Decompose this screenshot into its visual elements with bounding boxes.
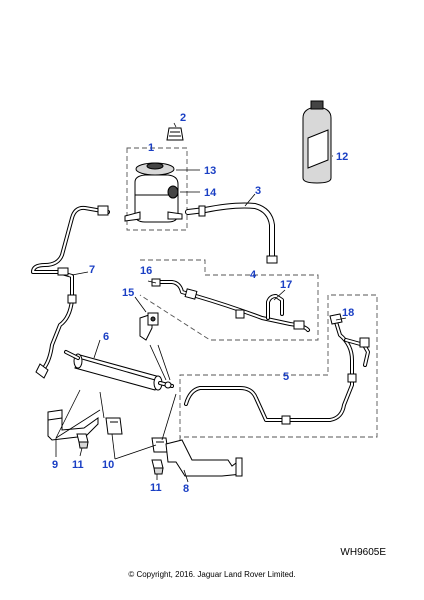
reservoir-cap-part xyxy=(135,162,175,176)
hose-4-part xyxy=(151,278,310,332)
cooler-part xyxy=(64,350,174,391)
callout-17: 17 xyxy=(280,279,292,291)
pipe-7-part xyxy=(31,205,110,379)
callout-11-left: 11 xyxy=(72,459,84,471)
callout-7: 7 xyxy=(89,264,95,276)
callout-18: 18 xyxy=(342,307,354,319)
group-box-pipe-5 xyxy=(179,294,378,440)
reservoir-part xyxy=(124,174,183,223)
nut-11-right-part xyxy=(151,459,164,475)
callout-4: 4 xyxy=(250,269,257,281)
callout-15: 15 xyxy=(122,287,134,299)
reference-code: WH9605E xyxy=(340,547,386,558)
callout-6: 6 xyxy=(103,331,109,343)
copyright-notice: © Copyright, 2016. Jaguar Land Rover Lim… xyxy=(128,570,296,579)
callout-11-right: 11 xyxy=(150,482,162,494)
callout-2: 2 xyxy=(180,112,186,124)
callout-14: 14 xyxy=(204,187,217,199)
clip-10-left-part xyxy=(105,417,123,435)
group-box-hose-4 xyxy=(139,259,319,341)
callout-5: 5 xyxy=(283,371,289,383)
nut-11-left-part xyxy=(76,433,89,449)
clip-10-right-part xyxy=(151,437,169,453)
hose-3-part xyxy=(185,202,278,264)
leader-lines xyxy=(55,122,347,483)
callout-10: 10 xyxy=(102,459,114,471)
pipe-5-part xyxy=(184,313,370,425)
valve-15-part xyxy=(139,312,159,341)
callout-12: 12 xyxy=(336,151,348,163)
bracket-8-part xyxy=(165,439,243,477)
callout-16: 16 xyxy=(140,265,152,277)
group-box-reservoir xyxy=(126,147,188,231)
cap-part xyxy=(166,127,184,141)
fluid-bottle-part xyxy=(302,100,332,184)
callout-3: 3 xyxy=(255,185,261,197)
callout-8: 8 xyxy=(183,483,189,495)
callouts: 1 2 3 4 5 6 7 8 9 10 11 11 12 13 14 15 1… xyxy=(52,112,354,495)
callout-9: 9 xyxy=(52,459,58,471)
bracket-9-part xyxy=(47,409,99,441)
callout-13: 13 xyxy=(204,165,216,177)
callout-1: 1 xyxy=(148,142,154,154)
